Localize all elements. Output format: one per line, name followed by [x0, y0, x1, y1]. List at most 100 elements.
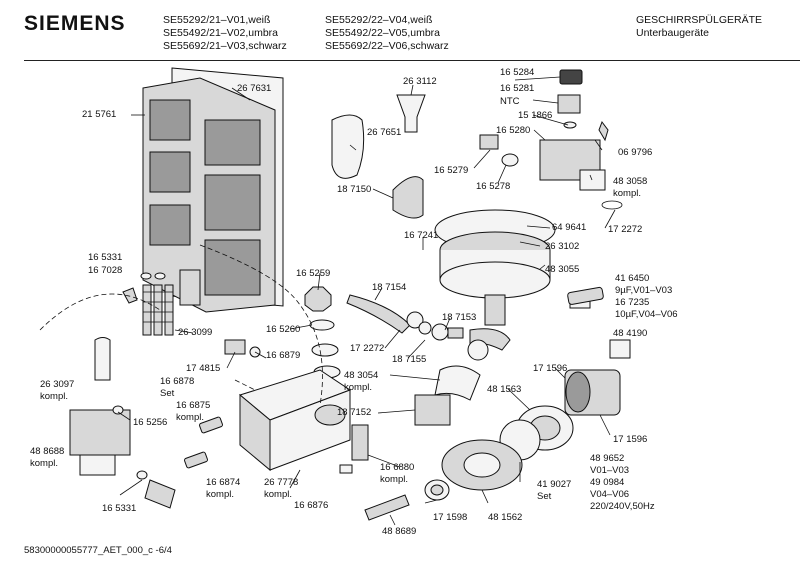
- model-line: SE55492/21–V02,umbra: [163, 27, 279, 39]
- funnel-263112: [396, 94, 426, 133]
- part-label: 06 9796: [618, 147, 653, 158]
- part-label: 49 0984: [590, 477, 625, 488]
- category: GESCHIRRSPÜLGERÄTE: [636, 14, 763, 26]
- leader-lines: [117, 76, 616, 526]
- part-label: 15 1866: [518, 110, 553, 121]
- part-label: 41 6450: [615, 273, 650, 284]
- part-label: 16 6880: [380, 462, 415, 473]
- model-line: SE55692/21–V03,schwarz: [163, 40, 287, 52]
- routing-dashed-line: [199, 244, 323, 406]
- part-label: kompl.: [176, 412, 204, 423]
- side-panel-267631: [142, 67, 284, 313]
- part-label: 48 8689: [382, 526, 417, 537]
- hose-165331b: [144, 479, 176, 509]
- part-label: 26 7651: [367, 127, 402, 138]
- cap-165259: [304, 286, 341, 379]
- valve-174815: [224, 339, 261, 358]
- part-label: 16 5278: [476, 181, 511, 192]
- category-title: GESCHIRRSPÜLGERÄTE Unterbaugeräte: [636, 14, 762, 40]
- part-label: 9µF,V01–V03: [615, 285, 673, 296]
- part-label: kompl.: [380, 474, 408, 485]
- part-label: 17 2272: [608, 224, 643, 235]
- part-label: 16 5280: [496, 125, 531, 136]
- part-label: kompl.: [206, 489, 234, 500]
- part-label: 16 7241: [404, 230, 439, 241]
- leader-166878: [234, 379, 256, 391]
- part-label: 48 3054: [344, 370, 379, 381]
- model-line: SE55292/22–V04,weiß: [325, 14, 433, 26]
- document-id: 58300000055777_AET_000_c -6/4: [24, 545, 172, 556]
- part-label: 18 7155: [392, 354, 427, 365]
- part-label: 16 5331: [102, 503, 137, 514]
- tube-488689: [364, 494, 410, 521]
- part-label: 18 7154: [372, 282, 407, 293]
- part-label: Set: [537, 491, 552, 502]
- sensor-166880: [339, 424, 369, 474]
- sump-483055: [434, 209, 556, 326]
- part-label: 48 3055: [545, 264, 580, 275]
- routing-dashed-line-2: [39, 293, 161, 331]
- part-label: 48 9652: [590, 453, 625, 464]
- part-label: 16 7235: [615, 297, 650, 308]
- hose-187154: [346, 294, 432, 335]
- part-label: V01–V03: [590, 465, 630, 476]
- part-label: 17 1596: [533, 363, 568, 374]
- motor-489652: [564, 299, 631, 416]
- part-label: 18 7152: [337, 407, 372, 418]
- part-label: 17 4815: [186, 363, 221, 374]
- part-label: NTC: [500, 96, 520, 107]
- part-label: kompl.: [344, 382, 372, 393]
- clip: [154, 272, 166, 280]
- part-label: 17 2272: [350, 343, 385, 354]
- part-label: kompl.: [613, 188, 641, 199]
- part-label: kompl.: [40, 391, 68, 402]
- float-187150: [392, 176, 424, 219]
- part-label: 26 3102: [545, 241, 580, 252]
- part-label: 26 7778: [264, 477, 299, 488]
- part-label: V04–V06: [590, 489, 630, 500]
- part-label: kompl.: [264, 489, 292, 500]
- model-list-1: SE55292/21–V01,weiß SE55492/21–V02,umbra…: [163, 14, 287, 53]
- part-label: 10µF,V04–V06: [615, 309, 678, 320]
- part-label: 17 1596: [613, 434, 648, 445]
- pump-parts: [414, 394, 574, 501]
- part-label: 48 1562: [488, 512, 523, 523]
- valve-assembly-483058: [479, 69, 623, 210]
- part-label: 16 6876: [294, 500, 329, 511]
- hose-483054: [434, 365, 481, 401]
- header-rule: [24, 60, 800, 61]
- part-label: 16 6875: [176, 400, 211, 411]
- part-label: 21 5761: [82, 109, 117, 120]
- flowmeter-488688: [69, 337, 131, 476]
- dispenser-267651: [331, 114, 365, 179]
- model-line: SE55292/21–V01,weiß: [163, 14, 271, 26]
- pipe-187153: [431, 323, 511, 361]
- part-label: 26 3112: [403, 76, 437, 87]
- part-166875: [184, 416, 223, 469]
- part-label: 48 1563: [487, 384, 522, 395]
- part-label: 16 7028: [88, 265, 123, 276]
- part-label: 16 6879: [266, 350, 301, 361]
- part-label: 16 6874: [206, 477, 241, 488]
- part-label: 26 7631: [237, 83, 272, 94]
- part-label: 16 5331: [88, 252, 123, 263]
- clip-165331: [140, 272, 152, 280]
- brand-logo: SIEMENS: [24, 12, 126, 35]
- tank-267778: [238, 369, 352, 472]
- part-label: 18 7153: [442, 312, 477, 323]
- model-list-2: SE55292/22–V04,weiß SE55492/22–V05,umbra…: [325, 14, 449, 53]
- part-label: 16 5281: [500, 83, 535, 94]
- part-label: 41 9027: [537, 479, 572, 490]
- part-label: 16 5284: [500, 67, 535, 78]
- capacitor-416450: [567, 286, 604, 305]
- part-label: 16 5260: [266, 324, 301, 335]
- part-label: 220/240V,50Hz: [590, 501, 655, 512]
- part-label: 17 1598: [433, 512, 468, 523]
- ring: [136, 470, 148, 480]
- part-label: 16 5279: [434, 165, 469, 176]
- model-line: SE55692/22–V06,schwarz: [325, 40, 449, 52]
- part-label: 16 6878: [160, 376, 195, 387]
- part-label: 48 4190: [613, 328, 648, 339]
